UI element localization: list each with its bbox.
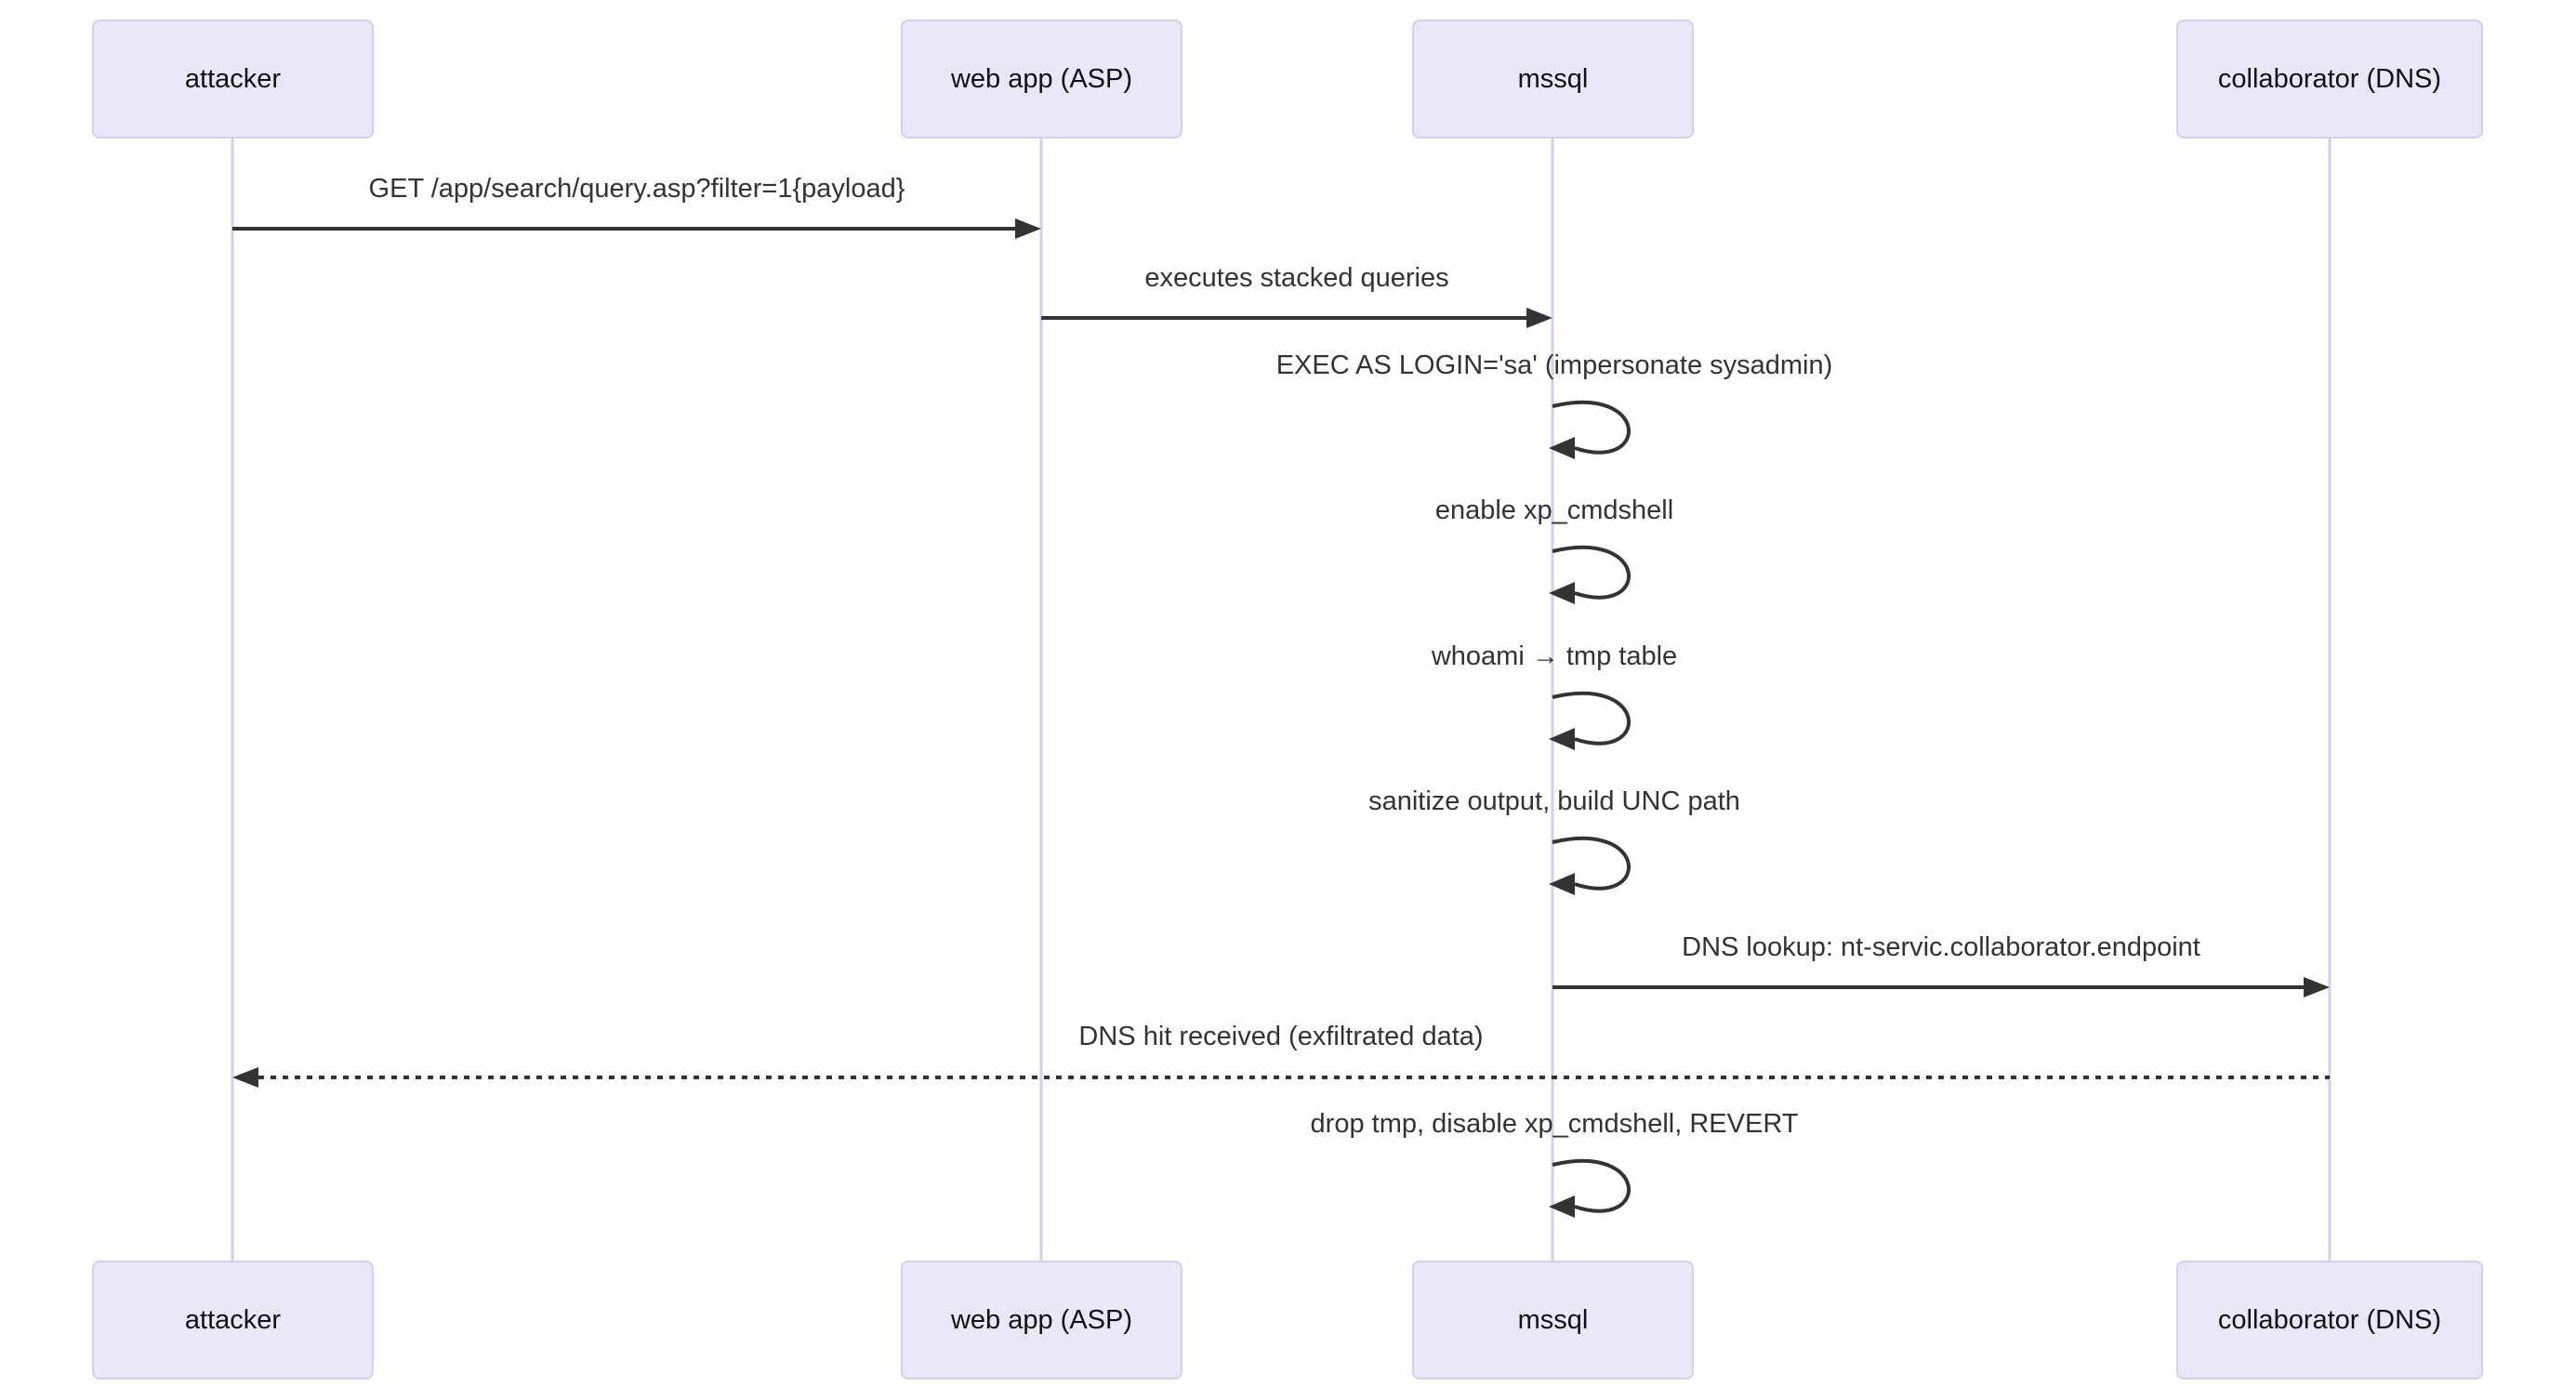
message-label-2: executes stacked queries: [1144, 263, 1449, 293]
actor-box-mssql-top: mssql: [1412, 20, 1694, 139]
arrowhead-left-icon: [1549, 437, 1575, 459]
arrowhead-right-icon: [1015, 218, 1041, 239]
self-loop-arrow-5: [1552, 1158, 1631, 1213]
actor-label: attacker: [184, 1304, 282, 1335]
actor-box-attacker-top: attacker: [92, 20, 374, 139]
actor-label: attacker: [184, 63, 282, 94]
message-label-8: DNS hit received (exfiltrated data): [1078, 1022, 1484, 1051]
self-loop-arrow-4: [1552, 836, 1631, 891]
actor-label: mssql: [1517, 1304, 1589, 1335]
actor-box-webapp-bottom: web app (ASP): [901, 1261, 1182, 1380]
arrowhead-left-icon: [1549, 1195, 1575, 1218]
message-label-5: whoami → tmp table: [1431, 641, 1678, 671]
actor-box-collaborator-top: collaborator (DNS): [2176, 20, 2483, 139]
arrowhead-right-icon: [1526, 308, 1552, 328]
actor-label: web app (ASP): [950, 63, 1133, 94]
actor-box-webapp-top: web app (ASP): [901, 20, 1182, 139]
message-label-7: DNS lookup: nt-servic.collaborator.endpo…: [1682, 932, 2200, 962]
arrowhead-left-icon: [1549, 582, 1575, 604]
self-loop-arrow-1: [1552, 400, 1631, 455]
actor-box-mssql-bottom: mssql: [1412, 1261, 1694, 1380]
actor-box-attacker-bottom: attacker: [92, 1261, 374, 1380]
message-label-1: GET /app/search/query.asp?filter=1{paylo…: [368, 174, 905, 204]
message-label-3: EXEC AS LOGIN='sa' (impersonate sysadmin…: [1275, 350, 1833, 380]
self-loop-arrow-3: [1552, 691, 1631, 746]
actor-label: collaborator (DNS): [2217, 1304, 2442, 1335]
actor-label: collaborator (DNS): [2217, 63, 2442, 94]
message-label-9: drop tmp, disable xp_cmdshell, REVERT: [1310, 1109, 1799, 1139]
message-label-4: enable xp_cmdshell: [1434, 495, 1674, 525]
arrowhead-left-icon: [232, 1067, 258, 1088]
arrowhead-left-icon: [1549, 728, 1575, 750]
arrowhead-right-icon: [2304, 977, 2330, 997]
actor-box-collaborator-bottom: collaborator (DNS): [2176, 1261, 2483, 1380]
self-loop-arrow-2: [1552, 545, 1631, 600]
arrowhead-left-icon: [1549, 873, 1575, 895]
message-label-6: sanitize output, build UNC path: [1368, 786, 1740, 816]
actor-label: mssql: [1517, 63, 1589, 94]
actor-label: web app (ASP): [950, 1304, 1133, 1335]
